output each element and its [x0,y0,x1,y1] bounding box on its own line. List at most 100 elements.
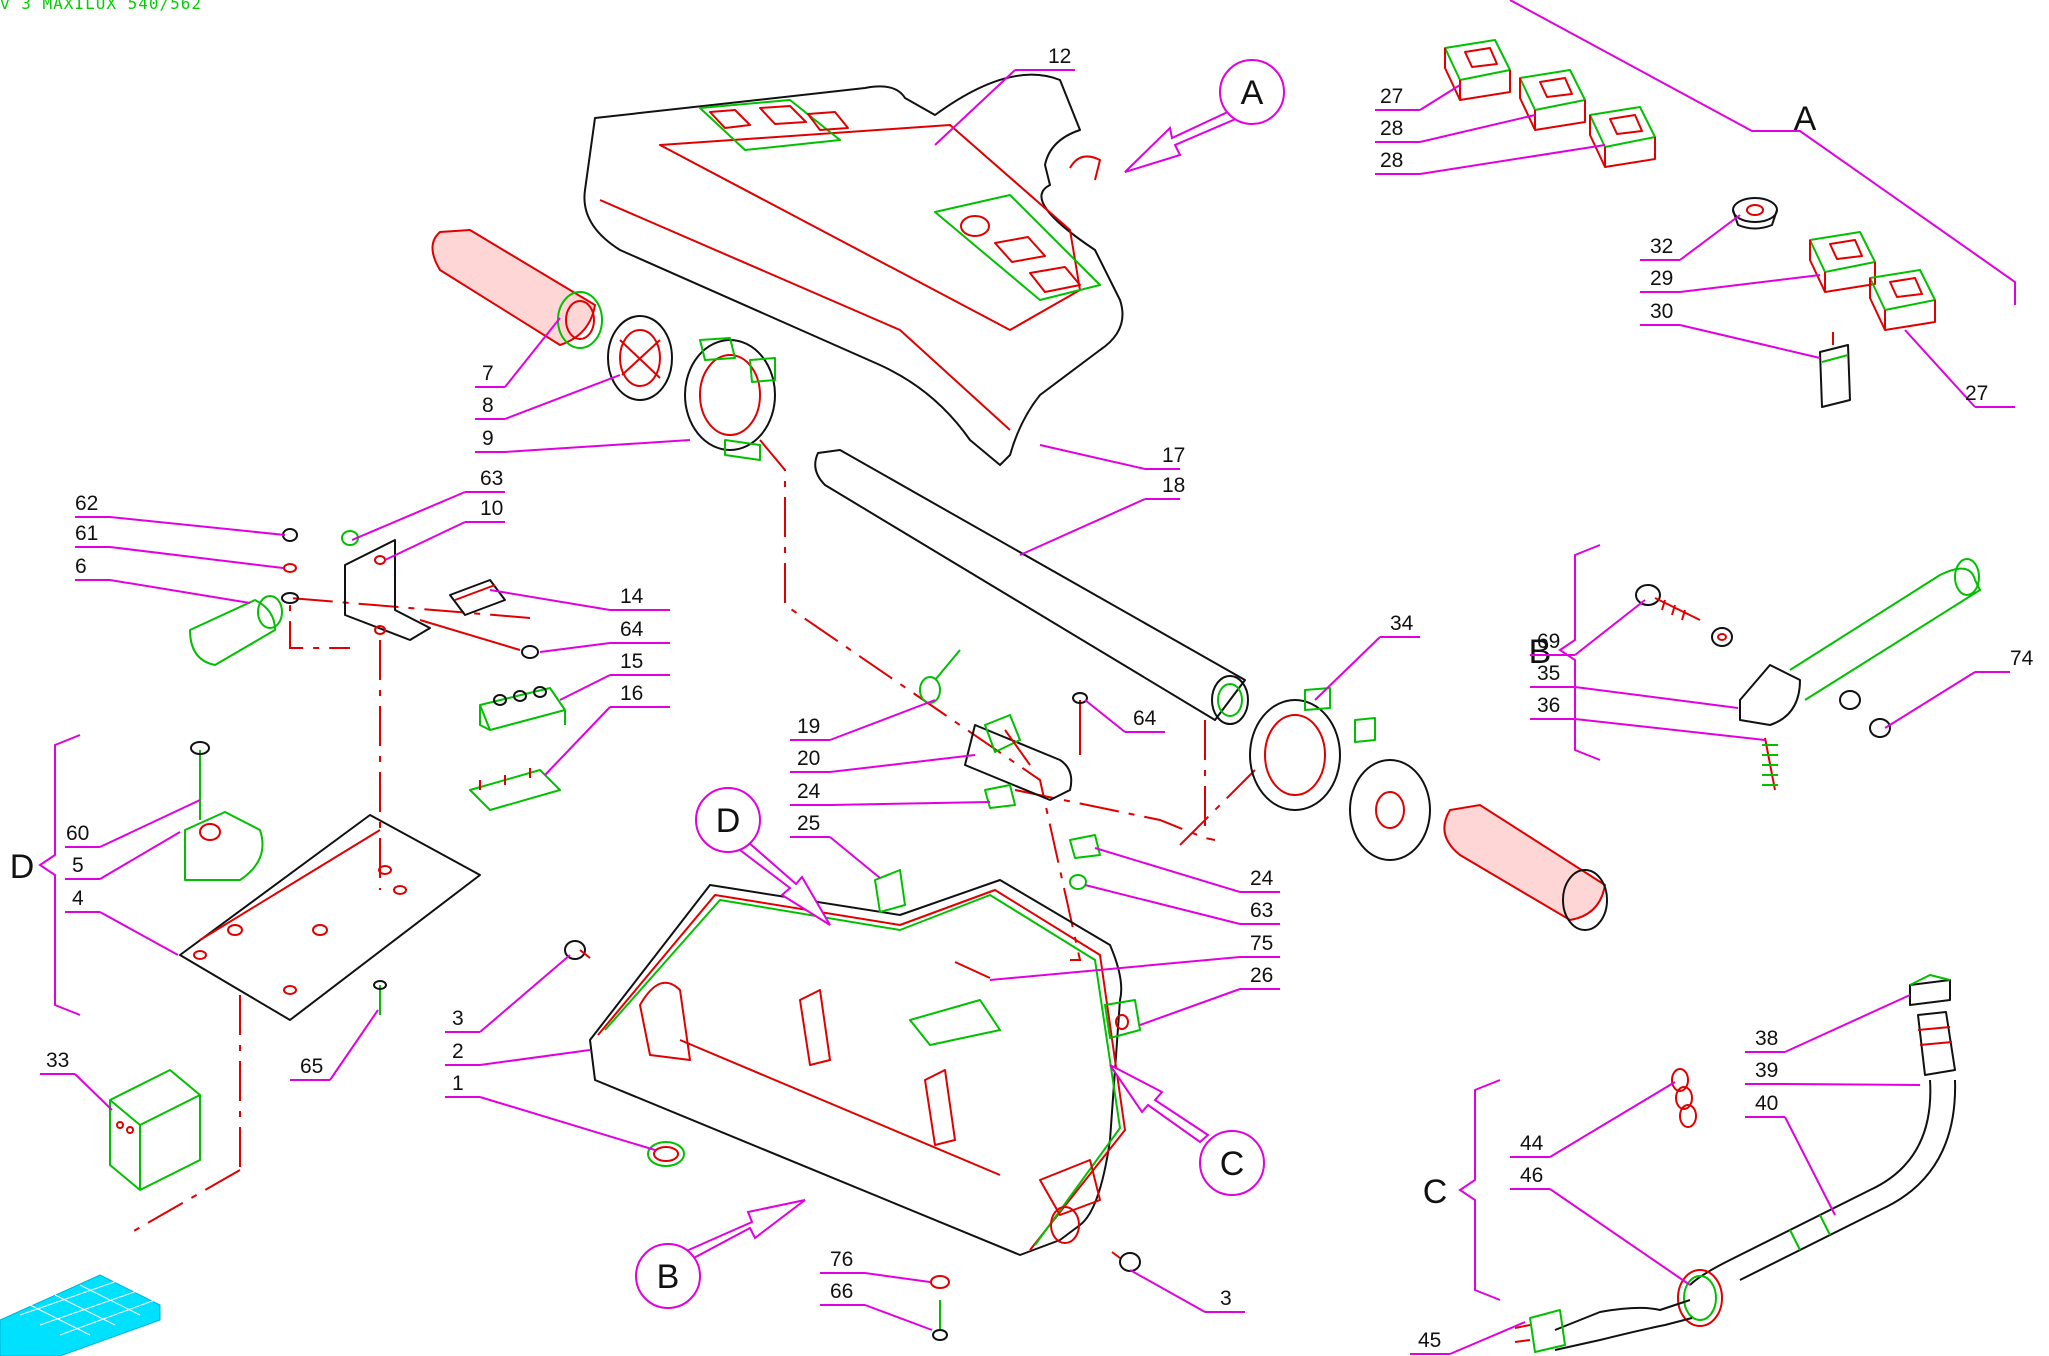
scale-grid-tile [0,1274,161,1356]
leader-line [829,699,936,741]
leader-line [1449,1321,1526,1355]
part-number: 40 [1755,1092,1778,1115]
screw-65 [373,980,387,1015]
part-number: 46 [1520,1164,1543,1187]
leader-line [1129,1269,1206,1313]
part-label-60: 60 [65,799,201,848]
part-number: 30 [1650,300,1673,323]
part-label-35: 35 [1530,662,1739,709]
leader-line [1679,274,1821,293]
washer-76-screw-66 [930,1275,950,1341]
clamp-60-5 [184,741,264,881]
part-label-3: 3 [1129,1269,1245,1313]
callout-d-letter: D [716,802,741,840]
part-label-14: 14 [489,585,670,611]
leader-line [479,1096,656,1151]
part-label-34: 34 [1314,612,1420,701]
part-number: 63 [480,467,503,490]
part-label-69: 69 [1530,599,1646,656]
part-number: 32 [1650,235,1673,258]
part-number: 64 [1133,707,1157,730]
spring-19 [919,649,961,704]
leader-line [1419,114,1536,143]
part-number: 35 [1537,662,1560,685]
nut-63-lower [1069,874,1087,890]
part-number: 45 [1418,1329,1441,1352]
drawing-header: v 3 MAXILUX 540/562 [0,0,203,13]
part-number: 28 [1380,117,1403,140]
part-label-16: 16 [544,682,670,776]
leader-line [1549,1188,1691,1286]
part-number: 74 [2010,647,2034,670]
pin-75 [954,961,991,979]
part-number: 26 [1250,964,1273,987]
group-label-b: B [1529,633,1552,671]
leader-line [109,516,286,536]
part-number: 61 [75,522,98,545]
group-label-a: A [1794,100,1817,138]
leader-line [489,589,611,611]
callout-c: C [1109,1064,1265,1196]
assembly-center-lines [131,439,1256,1234]
part-number: 4 [72,887,84,910]
part-label-17: 17 [1039,444,1185,470]
part-label-75: 75 [989,932,1280,981]
leader-line [1419,144,1606,175]
part-number: 36 [1537,694,1560,717]
leader-line [1574,686,1739,709]
callout-c-letter: C [1220,1145,1245,1183]
leader-line [504,374,621,420]
leader-line [559,674,611,701]
group-label-d: D [10,848,35,886]
switch-cap-27-bottom [1869,269,1936,331]
group-bracket-d: D [10,734,81,1016]
leader-line [544,706,611,776]
leader-line [384,521,466,561]
screw-64-center [1072,692,1088,755]
part-number: 29 [1650,267,1673,290]
leader-line [504,317,561,388]
part-label-20: 20 [790,747,976,773]
top-cover-housing [583,73,1124,466]
callout-d: D [695,787,831,926]
leader-line [829,754,976,773]
leader-line [934,69,1016,146]
part-label-44: 44 [1510,1081,1676,1158]
part-number: 25 [797,812,820,835]
leader-line [74,1073,113,1111]
part-number: 18 [1162,474,1185,497]
part-number: 19 [797,715,820,738]
part-number: 5 [72,854,84,877]
part-label-74: 74 [1884,647,2034,729]
cord-clip-44 [1671,1068,1697,1128]
part-number: 39 [1755,1059,1778,1082]
part-label-27: 27 [1375,84,1461,111]
leader-line [504,439,691,453]
part-number: 27 [1380,85,1403,108]
part-number: 34 [1390,612,1414,635]
part-number: 63 [1250,899,1273,922]
leader-line [1679,214,1741,261]
part-label-12: 12 [934,45,1075,146]
part-label-63: 63 [1084,884,1280,925]
part-number: 17 [1162,444,1185,467]
part-label-3: 3 [445,954,571,1033]
part-number: 38 [1755,1027,1778,1050]
leader-line [829,801,991,806]
leader-line [1784,994,1911,1053]
part-label-8: 8 [475,374,621,420]
part-number: 28 [1380,149,1403,172]
left-mount-bracket [344,539,431,641]
bolt-69 [1635,584,1701,621]
leader-line [1139,988,1241,1026]
part-label-19: 19 [790,699,936,741]
terminal-block-15 [479,686,566,731]
part-number: 24 [797,780,821,803]
cable-gland-46 [1677,1269,1723,1327]
part-label-24: 24 [1094,847,1280,893]
plug-cord-45 [1514,1299,1693,1353]
part-number: 1 [452,1072,464,1095]
screw-3-left [564,940,591,960]
leader-line [1884,671,1976,729]
part-number: 69 [1537,630,1560,653]
